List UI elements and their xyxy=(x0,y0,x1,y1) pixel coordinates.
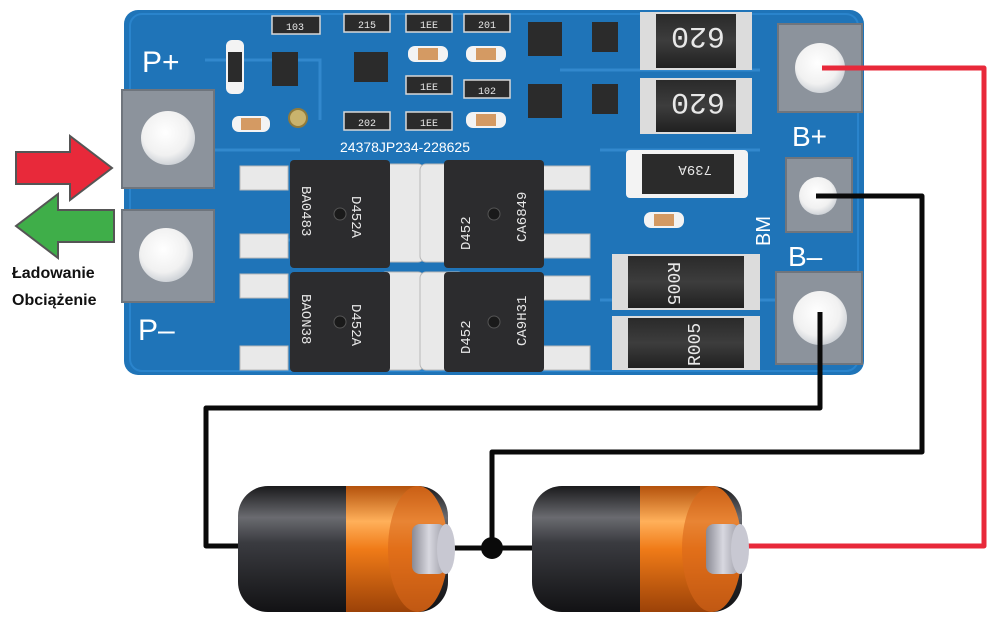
label-p-minus: P– xyxy=(138,314,175,347)
legend-load: Obciążenie xyxy=(12,292,97,309)
mosfet-code: BA0483 xyxy=(297,186,313,236)
mosfet-1: D452A BA0483 xyxy=(290,160,390,268)
pcb-board: P+ P– B+ B– BM 24378JP234-228625 103 215… xyxy=(121,10,864,375)
resistor-620-top: 620 xyxy=(640,12,752,70)
battery-left xyxy=(238,486,455,612)
resistor-mark: 620 xyxy=(671,84,725,118)
sense-resistor-top: R005 xyxy=(612,254,760,310)
sot-chips xyxy=(272,22,618,118)
label-b-plus: B+ xyxy=(792,121,827,152)
mosfet-2: D452 CA6849 xyxy=(444,160,544,268)
mosfet-code: CA9H31 xyxy=(515,296,531,346)
charge-arrow-icon xyxy=(15,133,114,203)
capacitor-chips xyxy=(226,40,684,228)
junction-dot xyxy=(481,537,503,559)
wire-negative xyxy=(203,312,823,549)
smd-mark: 1EE xyxy=(420,21,438,32)
smd-mark: 201 xyxy=(478,21,496,32)
mosfet-code: CA6849 xyxy=(515,192,531,242)
legend-charging: Ładowanie xyxy=(12,265,95,282)
smd-mark: 102 xyxy=(478,87,496,98)
mosfet-3: D452A BAON38 xyxy=(290,272,390,372)
smd-mark: 1EE xyxy=(420,83,438,94)
wire-bm xyxy=(489,193,925,548)
label-b-minus: B– xyxy=(788,241,823,272)
battery-right xyxy=(532,486,749,612)
pad-p-plus xyxy=(121,89,215,189)
mosfet-code: BAON38 xyxy=(297,294,313,344)
smd-component: 1EE xyxy=(405,75,453,95)
smd-component: 102 xyxy=(463,79,511,99)
label-bm: BM xyxy=(753,216,775,246)
smd-component: 103 xyxy=(271,15,321,35)
board-serial: 24378JP234-228625 xyxy=(340,139,470,155)
smd-component: 1EE xyxy=(405,111,453,131)
smd-component: 215 xyxy=(343,13,391,33)
smd-mark: 215 xyxy=(358,21,376,32)
smd-component: 201 xyxy=(463,13,511,33)
mosfet-model: D452A xyxy=(347,196,363,239)
mosfet-model: D452 xyxy=(459,216,475,250)
mounting-hole xyxy=(288,108,308,128)
resistor-620-mid: 620 xyxy=(640,78,752,134)
smd-component: 202 xyxy=(343,111,391,131)
wire-positive xyxy=(748,65,987,549)
load-arrow-icon xyxy=(14,191,115,261)
smd-mark: 1EE xyxy=(420,119,438,130)
pad-p-minus xyxy=(121,209,215,303)
resistor-mark: R005 xyxy=(686,323,706,366)
diode-mark: 739A xyxy=(678,161,712,177)
mosfet-model: D452 xyxy=(459,320,475,354)
smd-mark: 202 xyxy=(358,119,376,130)
mosfet-4: D452 CA9H31 xyxy=(444,272,544,372)
resistor-mark: R005 xyxy=(662,262,682,305)
diode-739a: 739A xyxy=(626,150,748,198)
mosfet-model: D452A xyxy=(347,304,363,347)
smd-component: 1EE xyxy=(405,13,453,33)
sense-resistor-bottom: R005 xyxy=(612,316,760,370)
label-p-plus: P+ xyxy=(142,46,180,79)
resistor-mark: 620 xyxy=(671,18,725,52)
smd-mark: 103 xyxy=(286,23,304,34)
